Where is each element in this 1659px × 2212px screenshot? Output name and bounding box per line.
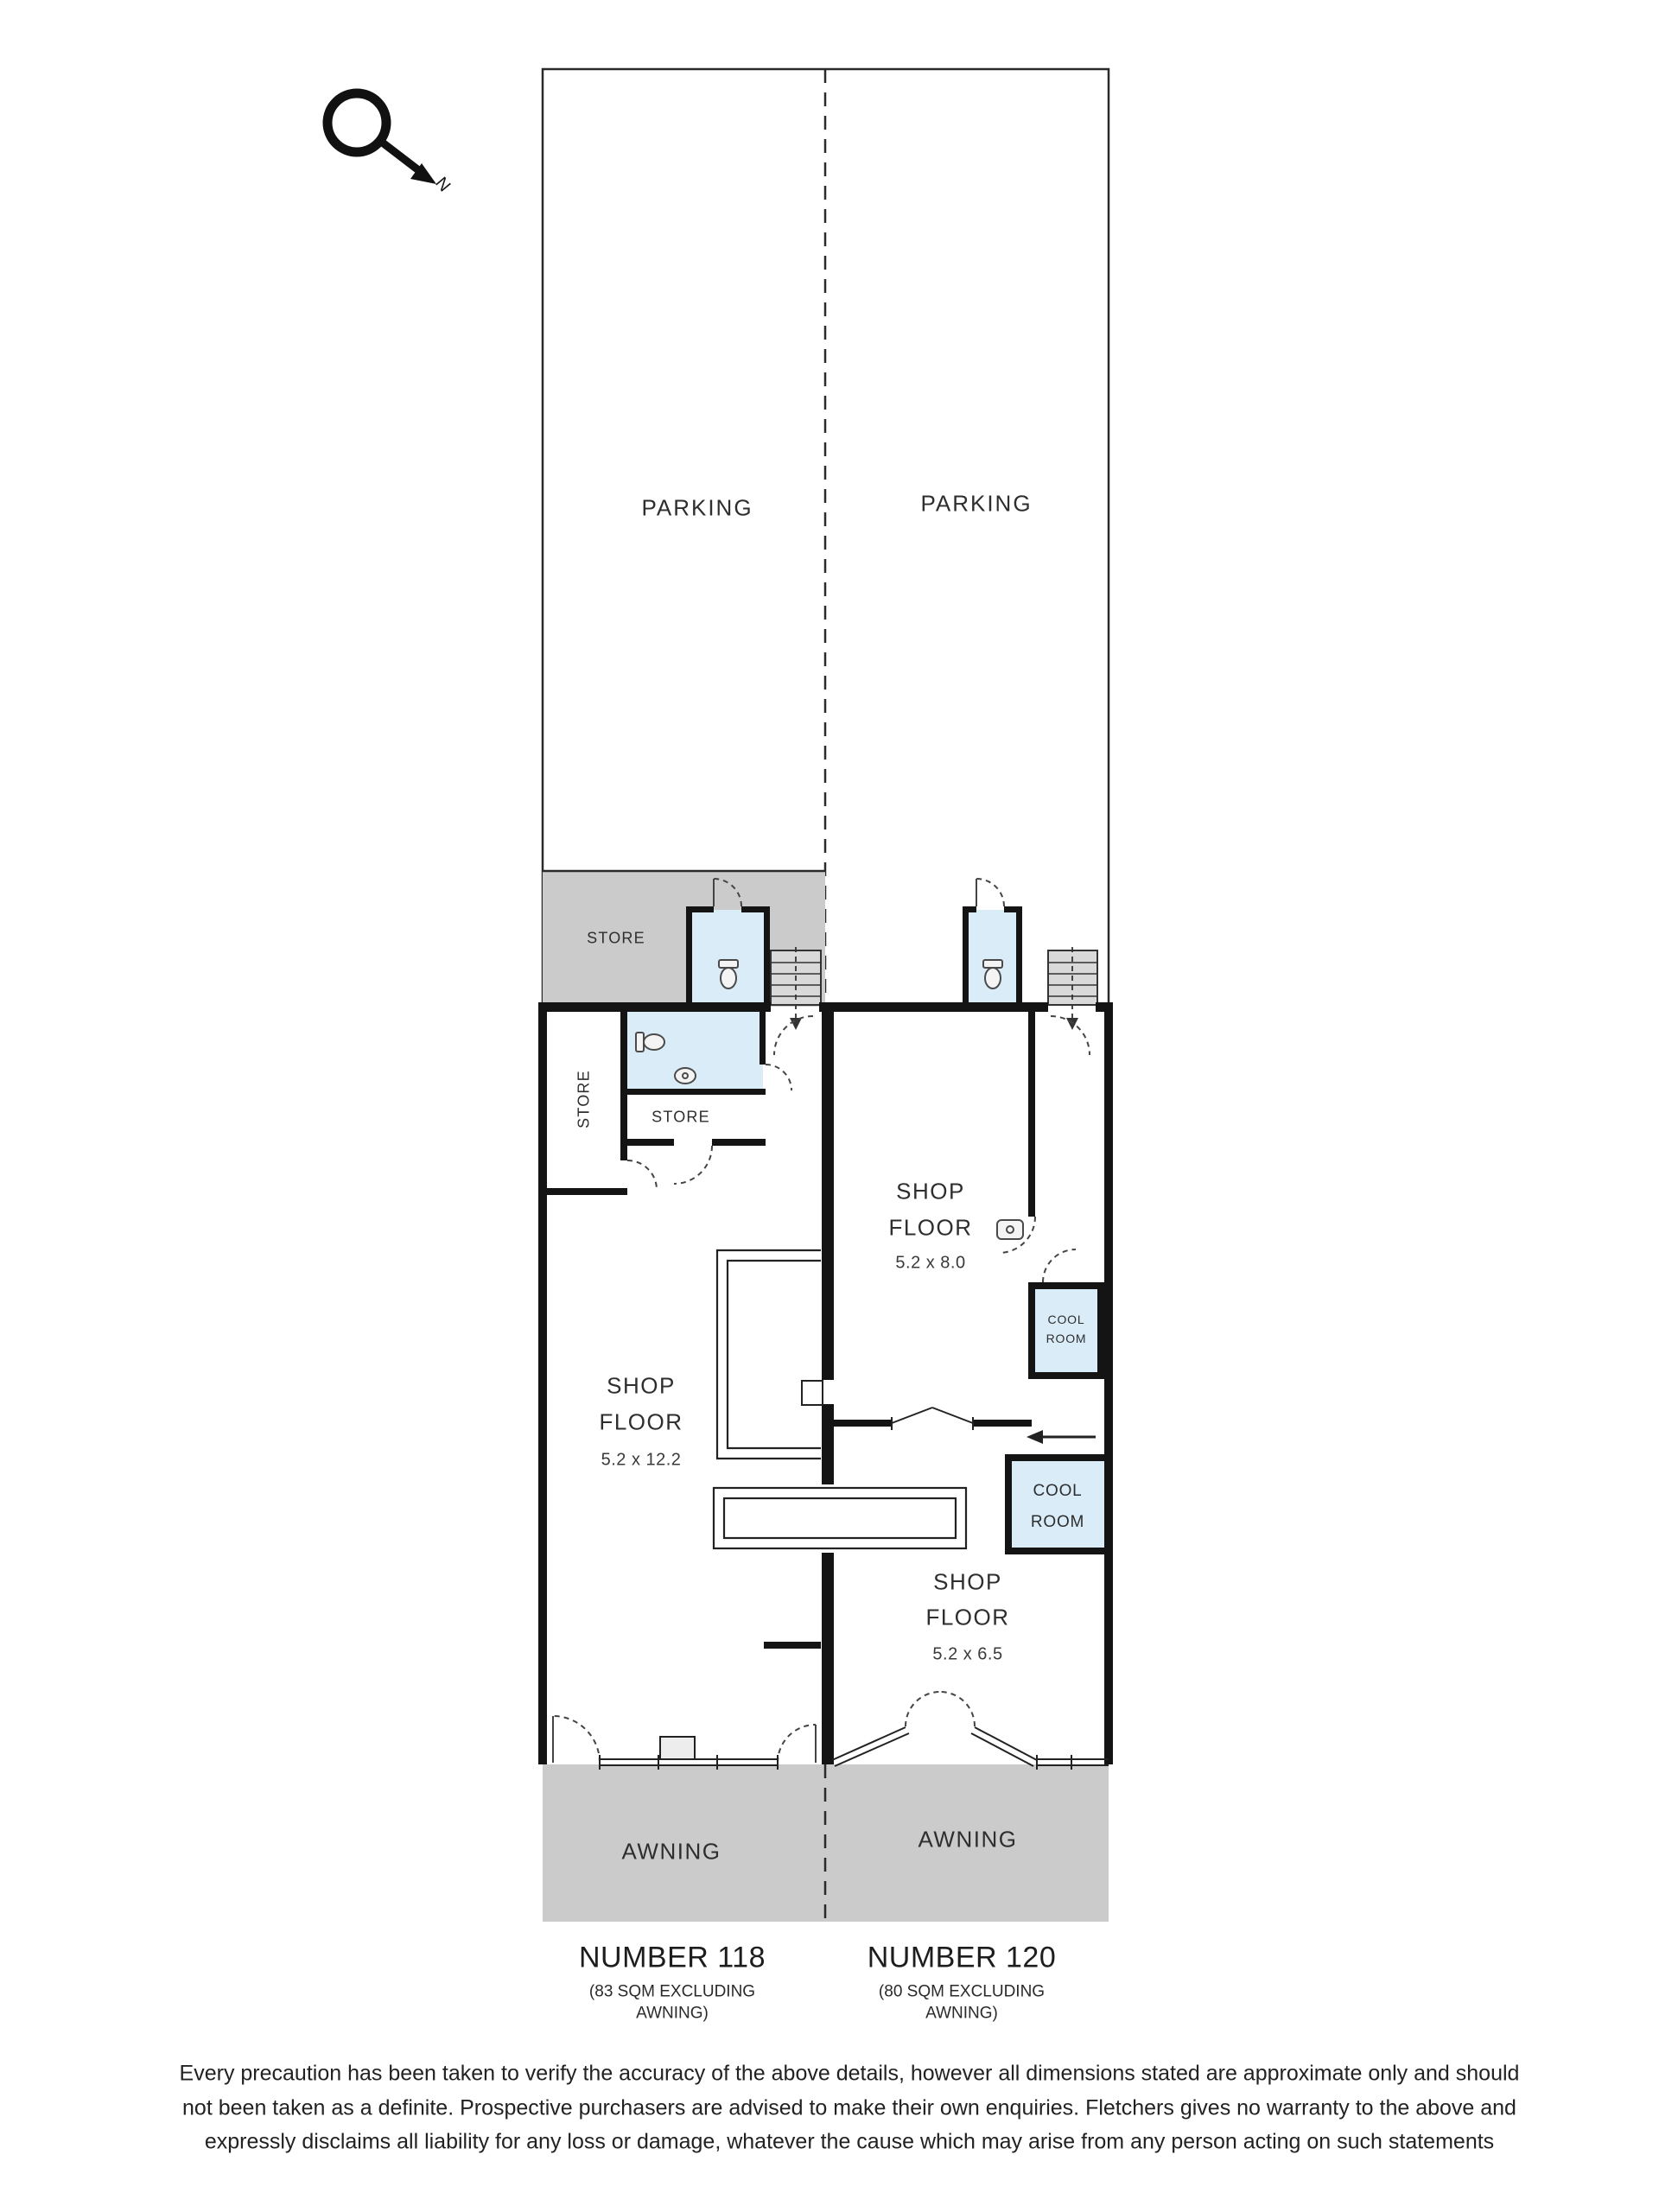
toilet-icon — [635, 1032, 665, 1052]
shop-120-front-dimensions: 5.2 x 6.5 — [932, 1644, 1003, 1664]
shop-118-label-line1: SHOP — [607, 1372, 676, 1399]
entry-direction-arrow — [1027, 1430, 1096, 1444]
unit-title-118: NUMBER 118 — [579, 1941, 766, 1974]
toilet-icon — [982, 959, 1003, 989]
cool-room-small-area — [1035, 1289, 1097, 1372]
shopfront-120 — [831, 1726, 1109, 1770]
counters — [712, 1249, 968, 1550]
stairs-118 — [770, 947, 822, 1030]
cool-room-small-label-line1: COOL — [1047, 1313, 1085, 1326]
double-door-marks — [891, 1407, 974, 1430]
shopfront-fixture-box — [659, 1736, 696, 1760]
wet-areas — [626, 910, 1104, 1548]
shop-120-front-label-line2: FLOOR — [925, 1604, 1010, 1630]
shop-118-dimensions: 5.2 x 12.2 — [601, 1450, 682, 1470]
wc-room-rear-118 — [689, 910, 767, 1005]
store-inner-label: STORE — [652, 1108, 710, 1126]
stairs-120 — [1047, 947, 1098, 1030]
parking-label-120: PARKING — [920, 490, 1033, 517]
shop-120-rear-dimensions: 5.2 x 8.0 — [895, 1253, 966, 1273]
unit-subtitle-118: (83 SQM EXCLUDING AWNING) — [588, 1982, 756, 2022]
fixtures — [635, 959, 1096, 1444]
north-arrow-icon — [322, 88, 436, 184]
basin-icon — [674, 1067, 696, 1084]
disclaimer-line-2: not been taken as a definite. Prospectiv… — [182, 2095, 1516, 2120]
wc-room-rear-120 — [966, 910, 1020, 1005]
unit-subtitle-120: (80 SQM EXCLUDING AWNING) — [878, 1982, 1046, 2022]
shop-120-rear-label-line1: SHOP — [896, 1178, 965, 1205]
disclaimer-line-1: Every precaution has been taken to verif… — [179, 2061, 1520, 2086]
parking-label-118: PARKING — [641, 494, 753, 521]
cool-room-large-label-line1: COOL — [1033, 1482, 1083, 1500]
shopfront-118 — [599, 1736, 779, 1770]
cool-room-small-label-line2: ROOM — [1046, 1332, 1087, 1345]
store-yard-label: STORE — [587, 929, 645, 947]
walls — [538, 906, 1113, 1764]
cool-room-large-area — [1012, 1461, 1104, 1548]
shop-120-rear-label-line2: FLOOR — [888, 1214, 973, 1241]
store-side-label: STORE — [575, 1070, 593, 1128]
cool-room-large-label-line2: ROOM — [1030, 1513, 1085, 1531]
toilet-icon — [718, 959, 739, 989]
wc-room-inner-118 — [626, 1011, 763, 1094]
shop-118-label-line2: FLOOR — [599, 1408, 683, 1435]
shop-120-front-label-line1: SHOP — [933, 1568, 1002, 1595]
sink-icon — [996, 1219, 1024, 1240]
awning-label-118: AWNING — [621, 1838, 721, 1865]
party-wall-door-panel — [801, 1380, 823, 1406]
disclaimer-line-3: expressly disclaims all liability for an… — [204, 2129, 1495, 2154]
awning-label-120: AWNING — [918, 1826, 1018, 1853]
awning-area-120 — [825, 1764, 1109, 1922]
awning-area-118 — [543, 1764, 825, 1922]
unit-title-120: NUMBER 120 — [867, 1941, 1057, 1974]
door-swings — [552, 878, 1090, 1764]
